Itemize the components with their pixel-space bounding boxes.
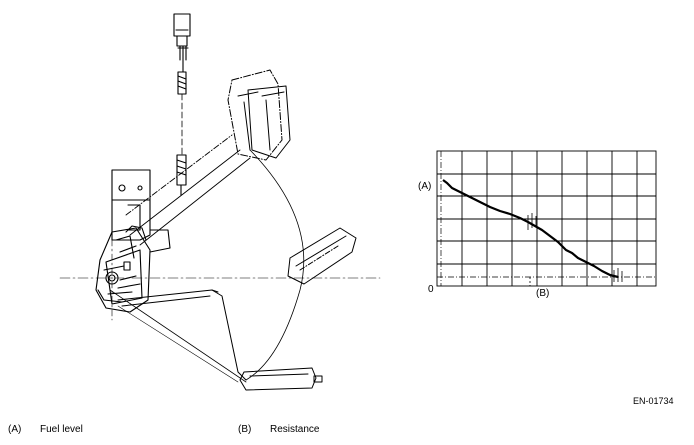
float-half-position	[287, 227, 357, 285]
legend-key-a: (A)	[8, 424, 22, 435]
chart-origin-label: 0	[428, 284, 434, 295]
float-rod-lower	[109, 289, 247, 383]
wire-connector	[173, 13, 191, 61]
tolerance-ticks	[527, 213, 623, 282]
float-empty-position	[239, 367, 323, 391]
chart-axes	[437, 151, 656, 286]
resistance-curve	[442, 179, 619, 279]
legend-text-fuel-level: Fuel level	[40, 424, 83, 435]
fuel-level-resistance-chart	[436, 150, 657, 287]
chart-grid	[436, 150, 657, 287]
fuel-sender-unit-drawing	[59, 13, 381, 391]
float-travel-arc	[245, 149, 305, 381]
figure-code: EN-01734	[633, 396, 674, 406]
pivot-center-lines	[59, 239, 381, 321]
legend-key-b: (B)	[238, 424, 252, 435]
float-full-position	[227, 69, 291, 161]
chart-x-marker-label: (B)	[536, 288, 550, 299]
upper-wire-sleeve	[176, 59, 187, 196]
legend-text-resistance: Resistance	[270, 424, 320, 435]
chart-y-marker-label: (A)	[418, 181, 432, 192]
float-arm-upper	[125, 134, 251, 246]
